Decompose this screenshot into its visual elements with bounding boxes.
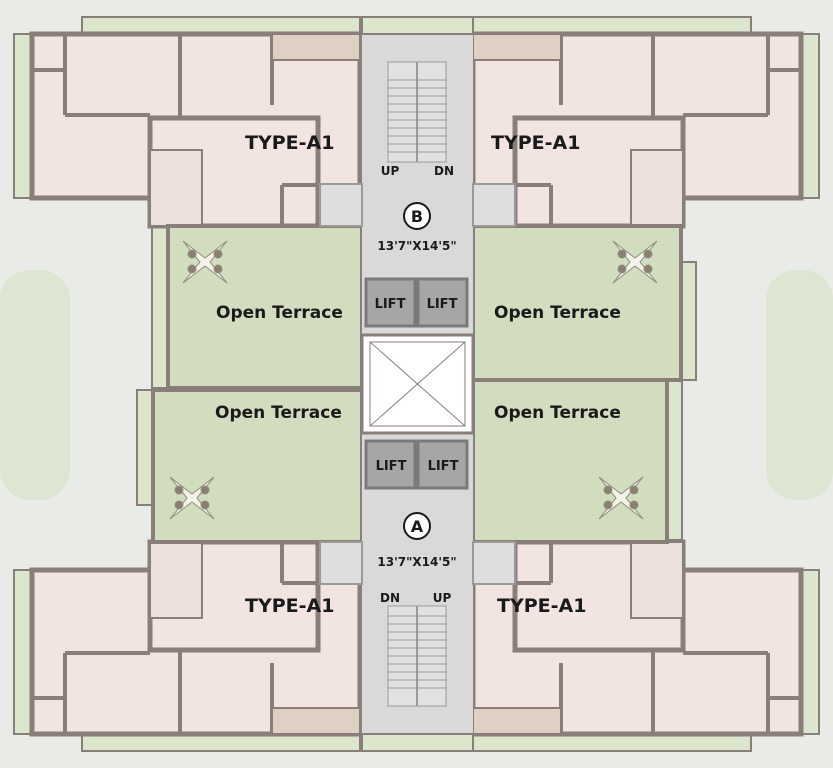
flat-bottom-right bbox=[470, 539, 804, 737]
flat-bottom-left bbox=[29, 539, 363, 737]
staircase-top bbox=[387, 61, 447, 163]
staircase-bottom bbox=[387, 605, 447, 707]
lift-label: LIFT bbox=[428, 459, 459, 474]
seating-icon bbox=[169, 476, 215, 520]
stair-dn-label-top: DN bbox=[434, 164, 454, 178]
unit-label-bottom-right: TYPE-A1 bbox=[497, 595, 586, 617]
lift-label: LIFT bbox=[375, 297, 406, 312]
flat-top-left bbox=[29, 31, 363, 229]
stair-up-label-top: UP bbox=[381, 164, 400, 178]
stair-dn-label-bottom: DN bbox=[380, 591, 400, 605]
terrace-label-top-left: Open Terrace bbox=[216, 303, 343, 323]
stair-b-size: 13'7"X14'5" bbox=[377, 239, 456, 253]
stair-marker-a-letter: A bbox=[411, 517, 424, 536]
lift-shafts bbox=[364, 277, 469, 490]
unit-label-top-left: TYPE-A1 bbox=[245, 132, 334, 154]
seating-icon bbox=[182, 240, 228, 284]
stair-up-label-bottom: UP bbox=[433, 591, 452, 605]
stair-marker-b-letter: B bbox=[411, 207, 423, 226]
flat-top-right bbox=[470, 31, 804, 229]
terrace-bottom-right bbox=[471, 378, 669, 544]
stair-marker-a bbox=[403, 512, 431, 540]
duct-void bbox=[360, 333, 475, 435]
seating-icon bbox=[612, 240, 658, 284]
terrace-label-bottom-right: Open Terrace bbox=[494, 403, 621, 423]
right-landscape bbox=[766, 270, 833, 500]
lift-label: LIFT bbox=[376, 459, 407, 474]
stair-a-size: 13'7"X14'5" bbox=[377, 555, 456, 569]
unit-label-bottom-left: TYPE-A1 bbox=[245, 595, 334, 617]
seating-icon bbox=[598, 476, 644, 520]
terrace-label-bottom-left: Open Terrace bbox=[215, 403, 342, 423]
stair-marker-b bbox=[403, 202, 431, 230]
left-landscape bbox=[0, 270, 70, 500]
lift-label: LIFT bbox=[427, 297, 458, 312]
unit-label-top-right: TYPE-A1 bbox=[491, 132, 580, 154]
terrace-label-top-right: Open Terrace bbox=[494, 303, 621, 323]
